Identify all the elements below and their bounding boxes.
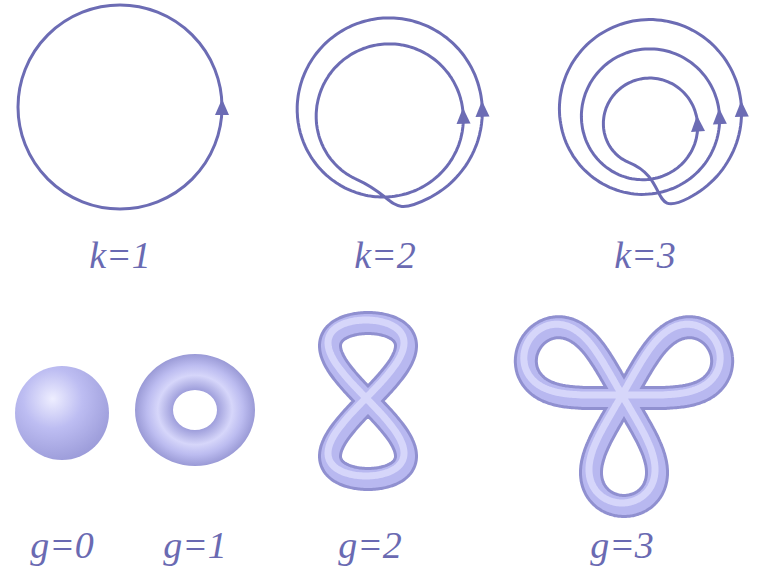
genus-surfaces [328, 320, 722, 506]
genus-label: g=1 [163, 526, 227, 564]
closed-curve [18, 5, 222, 209]
torus [135, 354, 255, 466]
winding-curve [297, 18, 482, 207]
direction-arrowhead [476, 101, 490, 117]
triple-torus [524, 324, 722, 506]
direction-arrowhead [691, 116, 705, 132]
direction-arrowhead [713, 108, 727, 124]
direction-arrowhead [457, 108, 471, 124]
winding-number-label: k=1 [89, 236, 151, 274]
genus-label: g=0 [30, 526, 94, 564]
direction-arrowhead [735, 101, 749, 117]
double-torus [328, 320, 406, 479]
winding-curve [559, 20, 741, 204]
winding-number-label: k=2 [354, 236, 416, 274]
genus-label: g=3 [590, 526, 654, 564]
direction-arrowhead [215, 99, 229, 115]
sphere [15, 366, 109, 460]
winding-number-label: k=3 [614, 236, 676, 274]
genus-label: g=2 [338, 526, 402, 564]
winding-curves [18, 5, 749, 209]
